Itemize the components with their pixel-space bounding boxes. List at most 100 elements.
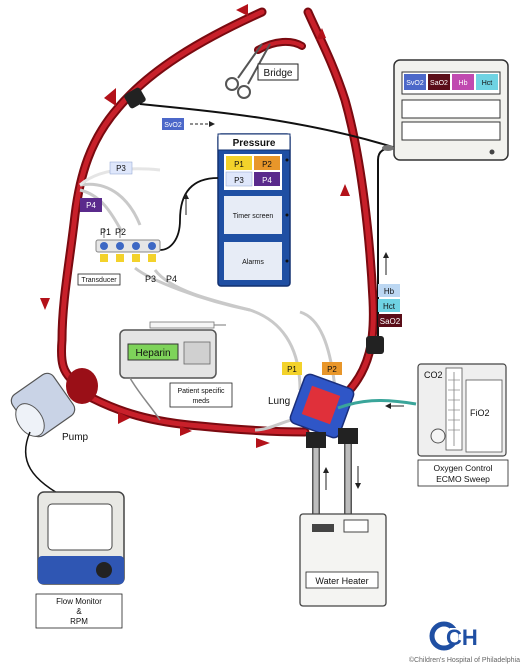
flow-arrow (340, 184, 350, 196)
monitor-cell-sao2 (428, 74, 450, 90)
p1-cell-label: P1 (234, 160, 244, 169)
patient-meds-label-line1: Patient specific (177, 388, 225, 395)
monitor-cell-hb-label: Hb (459, 80, 468, 87)
pressure-title-box (217, 133, 291, 151)
bridge-line-highlight (256, 39, 304, 52)
oxygen-control-label-box (417, 459, 509, 487)
water-heater-label-box (305, 571, 379, 589)
hct-tag-label: Hct (383, 302, 396, 311)
centrifugal-pump (10, 368, 98, 438)
p3-cell-label: P3 (234, 176, 244, 185)
arterial-line-highlight (305, 9, 376, 398)
svo2-sensor (124, 87, 146, 109)
p2-cell (254, 156, 280, 170)
monitor-row (401, 99, 501, 119)
transducer-label-box (77, 273, 121, 286)
monitor-row (401, 121, 501, 141)
pressure-monitor: Pressure P1 P2 P3 P4 Timer screen Alarms (217, 133, 291, 287)
transducer-label: Transducer (81, 277, 117, 284)
sensor-cable (139, 103, 397, 149)
p4-cell (254, 172, 280, 186)
chop-logo: CH (429, 621, 478, 651)
p3-label: P3 (145, 274, 156, 284)
flow-arrow (40, 298, 50, 310)
sweep-gas-line (337, 399, 417, 410)
blood-gas-monitor: SvO2 SaO2 Hb Hct (393, 59, 509, 161)
pressure-tubing (79, 182, 337, 432)
flow-arrow (104, 88, 116, 106)
copyright-text: ©Children's Hospital of Philadelphia (409, 656, 520, 664)
alarms-screen (224, 242, 282, 280)
monitor-cell-svo2-label: SvO2 (406, 80, 424, 87)
flow-arrow (256, 438, 270, 448)
p3-cell (225, 171, 253, 187)
sao2-tag (378, 314, 402, 327)
p2-lung-tag-label: P2 (327, 365, 337, 374)
cable-connector (382, 145, 394, 151)
p1-cell (226, 156, 252, 170)
flow-monitor-label-line3: RPM (70, 617, 88, 626)
flow-arrow (180, 426, 192, 436)
flow-arrow (236, 4, 248, 16)
p2-cell-label: P2 (262, 160, 272, 169)
flow-monitor (37, 491, 125, 585)
monitor-cell-hb (452, 74, 474, 90)
monitor-cell-sao2-label: SaO2 (430, 80, 448, 87)
oxygen-control-label-line2: ECMO Sweep (436, 474, 490, 484)
pump-label: Pump (62, 432, 89, 443)
monitor-cell-hct (476, 74, 498, 90)
chop-logo-letters: CH (446, 625, 478, 650)
monitor-cell-svo2 (404, 74, 426, 90)
monitor-power-light (489, 149, 495, 155)
venous-line-highlight (59, 9, 265, 383)
sao2-sensor (366, 336, 384, 354)
p4-tag (80, 198, 102, 212)
flow-monitor-label-line1: Flow Monitor (56, 597, 102, 606)
heparin-line (129, 377, 161, 421)
co2-label: CO2 (424, 370, 443, 380)
timer-screen-label: Timer screen (233, 213, 274, 220)
p1-lung-tag (282, 362, 302, 375)
oxygen-control-label-line1: Oxygen Control (433, 463, 492, 473)
p2-lung-tag (322, 362, 342, 375)
oxygen-blender (417, 363, 507, 457)
transducer-cable (159, 177, 219, 251)
flow-monitor-label-line2: & (76, 607, 82, 616)
water-heater (299, 513, 387, 607)
flow-monitor-label-box (35, 593, 123, 629)
svo2-tag-label: SvO2 (164, 122, 182, 129)
bridge-label: Bridge (264, 68, 293, 79)
patient-meds-label-line2: meds (192, 398, 210, 405)
water-heater-tubing (312, 444, 352, 520)
hct-tag (378, 299, 400, 312)
bridge-label-box (257, 63, 299, 81)
p3-tag-label: P3 (116, 164, 126, 173)
timer-screen (224, 196, 282, 234)
alarms-label: Alarms (242, 259, 264, 266)
p4-tag-label: P4 (86, 201, 96, 210)
monitor-cell-hct-label: Hct (482, 80, 493, 87)
heparin-syringe-pump: Heparin (119, 321, 226, 379)
p4-cell-label: P4 (262, 176, 272, 185)
rpm-knob (96, 562, 112, 578)
sao2-tag-label: SaO2 (380, 317, 401, 326)
pump-to-lung-line-highlight (89, 395, 308, 435)
hb-tag-label: Hb (384, 287, 395, 296)
heparin-label: Heparin (135, 348, 170, 359)
flow-arrow (118, 412, 130, 424)
p3-tag (109, 161, 133, 175)
p1-lung-tag-label: P1 (287, 365, 297, 374)
transducer-stopcocks (95, 228, 161, 262)
svo2-tag (162, 118, 184, 130)
hb-tag (378, 284, 400, 297)
p4-label: P4 (166, 274, 177, 284)
fio2-label: FiO2 (470, 408, 490, 418)
p2-label: P2 (115, 227, 126, 237)
flow-arrows (40, 4, 350, 448)
patient-meds-box (169, 382, 233, 408)
flow-arrow (316, 28, 326, 40)
pressure-title: Pressure (233, 138, 276, 149)
p1-label: P1 (100, 227, 111, 237)
